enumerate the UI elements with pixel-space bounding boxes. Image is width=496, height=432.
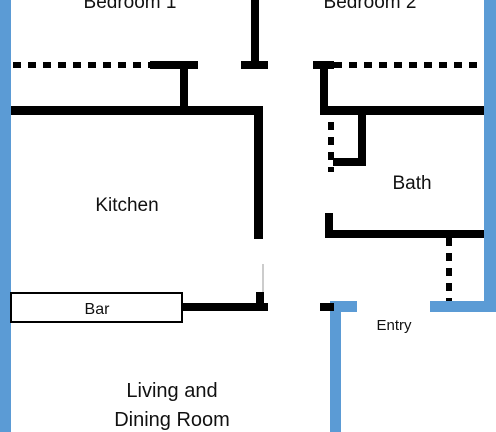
wall-linen-right — [358, 106, 366, 166]
wall-linen-bottom — [333, 158, 366, 166]
exterior-wall-left — [0, 0, 11, 432]
label-bath: Bath — [392, 173, 431, 194]
wall-kitchen-top — [11, 106, 261, 115]
label-living-line-2: Dining Room — [114, 409, 230, 431]
wall-entry-stub — [320, 303, 334, 311]
wall-hall-door-stub-left — [241, 61, 268, 69]
wall-bedroom1-closet-top — [150, 61, 198, 69]
closet-doors — [13, 62, 484, 301]
bar-counter — [10, 292, 183, 323]
wall-kitchen-right — [254, 106, 263, 239]
wall-bath-bottom — [325, 230, 484, 238]
wall-bar-end — [182, 303, 268, 311]
label-entry: Entry — [376, 317, 412, 334]
label-kitchen: Kitchen — [95, 195, 158, 216]
exterior-wall-bath-bottom — [430, 301, 496, 312]
exterior-wall-entry-left — [330, 301, 341, 432]
wall-bar-post — [256, 292, 264, 311]
wall-bedroom-divider — [251, 0, 259, 62]
wall-bedroom1-closet-drop — [180, 61, 188, 111]
exterior-wall-right — [484, 0, 496, 312]
wall-bath-top — [320, 106, 484, 115]
label-living-line-1: Living and — [126, 380, 217, 402]
wall-bath-left — [325, 213, 333, 238]
exterior-wall-entry-top — [330, 301, 357, 312]
label-bedroom-1: Bedroom 1 — [84, 0, 177, 13]
label-bedroom-2: Bedroom 2 — [324, 0, 417, 13]
interior-walls — [11, 0, 484, 311]
wall-hall-right-upper — [320, 61, 328, 111]
label-bar: Bar — [85, 301, 111, 318]
